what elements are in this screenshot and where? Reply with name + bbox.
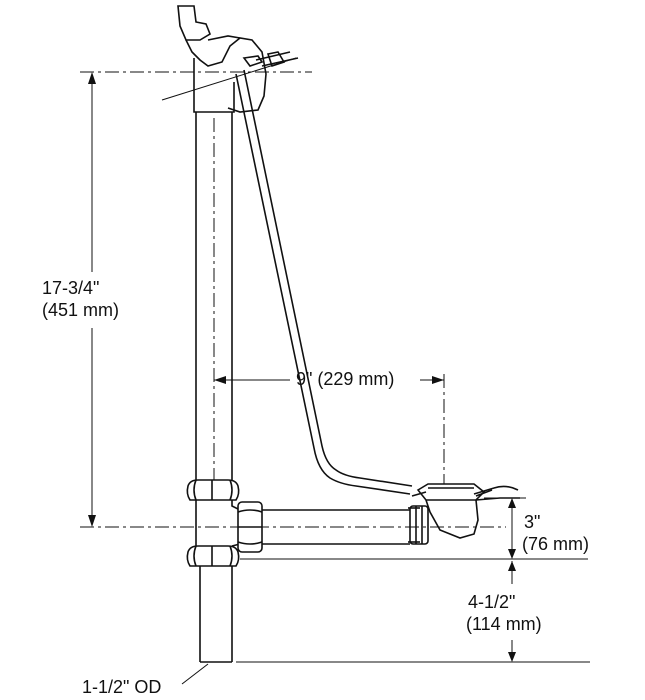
pipe-od-label: 1-1/2" OD	[82, 677, 162, 697]
tee-bottom-imperial-label: 4-1/2"	[468, 592, 516, 612]
overflow-angle-line	[161, 57, 297, 101]
horizontal-drain-pipe	[262, 509, 410, 545]
vertical-overflow-pipe	[195, 112, 233, 484]
tailpiece	[199, 566, 233, 663]
od-leader	[181, 663, 209, 685]
overflow-head	[177, 5, 299, 113]
drain-height-imperial-label: 3"	[524, 512, 541, 532]
height-metric-label: (451 mm)	[42, 300, 120, 320]
right-dimensions	[236, 497, 590, 663]
height-imperial-label: 17-3/4"	[42, 278, 100, 298]
tee-fitting	[186, 479, 263, 567]
offset-label: 9" (229 mm)	[296, 369, 395, 389]
tee-bottom-metric-label: (114 mm)	[466, 614, 542, 634]
drain-fitting	[408, 483, 520, 545]
offset-dimension	[214, 376, 444, 384]
drain-height-metric-label: (76 mm)	[522, 534, 589, 554]
height-dimension	[88, 72, 96, 527]
linkage-cable	[235, 69, 413, 495]
